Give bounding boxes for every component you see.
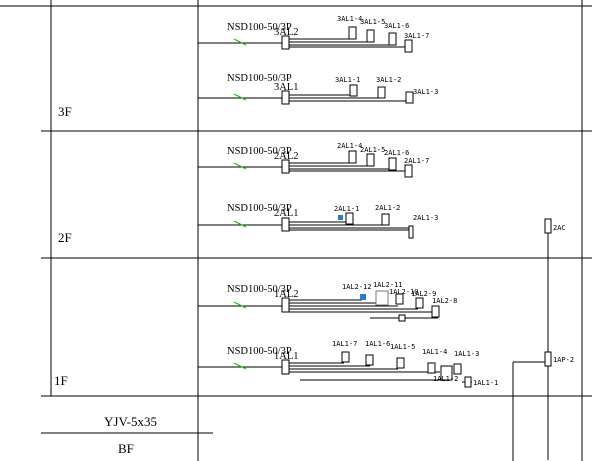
breaker-model-label: NSD100-50/3P	[227, 146, 292, 157]
floor-label-1f: 1F	[54, 373, 68, 388]
panel-1al1: NSD100-50/3P 1AL1 1AL1-7 1AL1-6 1AL1-5 1…	[198, 340, 498, 388]
circuit-label: 1AL2-9	[411, 290, 436, 298]
circuit-label: 1AL2-8	[432, 297, 457, 305]
circuit-label: 1AL1-2	[433, 375, 458, 383]
panel-label: 2AL1	[274, 208, 299, 219]
circuit-label: 1AL2-10	[389, 288, 419, 296]
circuit-label: 2AL1-3	[413, 214, 438, 222]
riser-bottom-label: 1AP-2	[553, 356, 574, 364]
breaker-model-label: NSD100-50/3P	[227, 203, 292, 214]
circuit-label: 3AL1-5	[360, 18, 385, 26]
floor-label-2f: 2F	[58, 230, 72, 245]
panel-2al1: NSD100-50/3P 2AL1 2AL1-1 2AL1-2 2AL1-3	[198, 203, 438, 239]
breaker-model-label: NSD100-50/3P	[227, 22, 292, 33]
floor-label-3f: 3F	[58, 104, 72, 119]
panel-3al2: NSD100-50/3P 3AL2 3AL1-4 3AL1-5 3AL1-6 3…	[198, 15, 429, 53]
panel-label: 3AL2	[274, 27, 299, 38]
circuit-label: 2AL1-4	[337, 142, 362, 150]
panel-label: 1AL2	[274, 289, 299, 300]
floor-label-bf: BF	[118, 441, 134, 456]
circuit-label: 3AL1-1	[335, 76, 360, 84]
breaker-model-label: NSD100-50/3P	[227, 284, 292, 295]
circuit-label: 1AL1-6	[365, 340, 390, 348]
circuit-label: 2AL1-5	[360, 146, 385, 154]
circuit-label: 1AL1-1	[473, 379, 498, 387]
breaker-model-label: NSD100-50/3P	[227, 346, 292, 357]
panel-label: 2AL2	[274, 151, 299, 162]
circuit-label: 1AL1-3	[454, 350, 479, 358]
circuit-label: 1AL1-7	[332, 340, 357, 348]
circuit-label: 1AL1-4	[422, 348, 447, 356]
panel-label: 1AL1	[274, 351, 299, 362]
panel-1al2: NSD100-50/3P 1AL2 1AL2-12 1AL2-11 1AL2-1…	[198, 281, 457, 322]
circuit-label: 3AL1-7	[404, 32, 429, 40]
circuit-label: 2AL1-1	[334, 205, 359, 213]
circuit-label: 1AL2-12	[342, 283, 372, 291]
cable-label: YJV-5x35	[104, 414, 157, 429]
panel-label: 3AL1	[274, 82, 299, 93]
circuit-label: 3AL1-4	[337, 15, 362, 23]
circuit-label: 2AL1-6	[384, 149, 409, 157]
circuit-label: 3AL1-3	[413, 88, 438, 96]
riser-top-label: 2AC	[553, 224, 566, 232]
riser: 2AC 1AP-2	[513, 218, 574, 460]
circuit-label: 1AL2-11	[373, 281, 403, 289]
circuit-label: 2AL1-7	[404, 157, 429, 165]
circuit-label: 3AL1-6	[384, 22, 409, 30]
panel-3al1: NSD100-50/3P 3AL1 3AL1-1 3AL1-2 3AL1-3	[198, 73, 438, 105]
panel-2al2: NSD100-50/3P 2AL2 2AL1-4 2AL1-5 2AL1-6 2…	[198, 142, 429, 178]
circuit-label: 2AL1-2	[375, 204, 400, 212]
circuit-label: 3AL1-2	[376, 76, 401, 84]
breaker-model-label: NSD100-50/3P	[227, 73, 292, 84]
circuit-label: 1AL1-5	[390, 343, 415, 351]
